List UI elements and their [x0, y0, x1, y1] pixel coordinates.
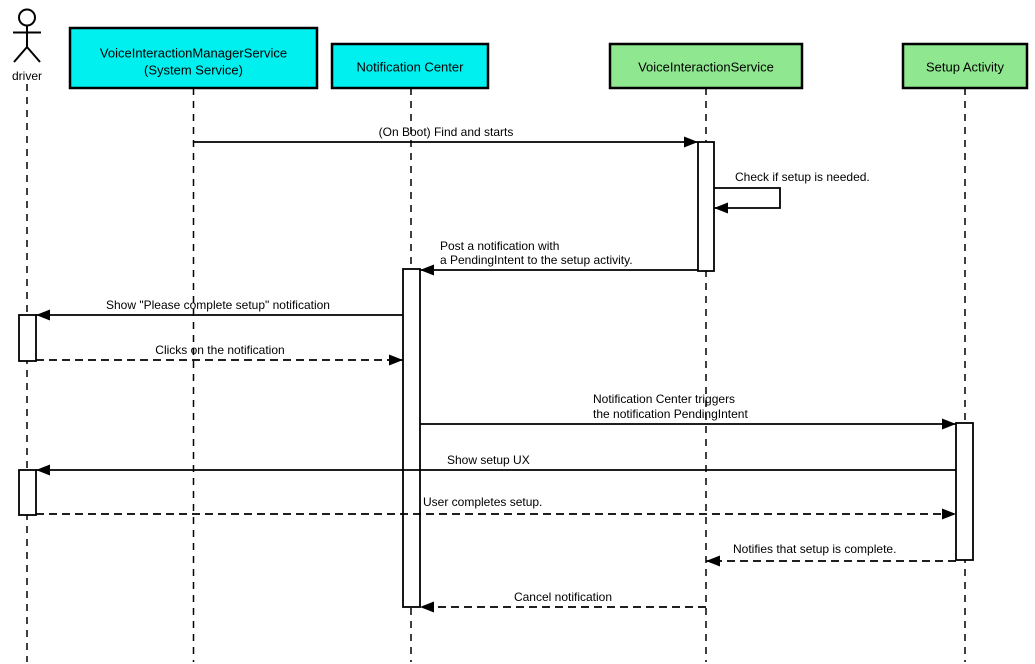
- message-label-user-completes-setup: User completes setup.: [423, 495, 542, 509]
- message-labels: (On Boot) Find and starts Check if setup…: [106, 125, 896, 604]
- message-label-post-a-notification-line1: Post a notification with: [440, 239, 559, 253]
- actor-label: driver: [12, 69, 42, 83]
- message-label-cancel-notification: Cancel notification: [514, 590, 612, 604]
- message-label-check-if-setup-is-needed: Check if setup is needed.: [735, 170, 870, 184]
- message-arrows: [36, 136, 956, 613]
- participant-label-line1: VoiceInteractionManagerService: [100, 46, 287, 61]
- activation-bars: [18, 141, 974, 608]
- participant-box: [330, 42, 490, 90]
- participant-notification-center: Notification Center: [330, 42, 490, 90]
- activation-driver-1: [18, 314, 37, 362]
- participant-box: [68, 26, 319, 90]
- activation-driver-2: [18, 469, 37, 516]
- participant-label: Setup Activity: [926, 60, 1005, 75]
- actor-driver: driver: [12, 8, 42, 83]
- message-label-notifies-setup-complete: Notifies that setup is complete.: [733, 542, 896, 556]
- participant-box: [901, 42, 1029, 90]
- message-label-show-please-complete-setup: Show "Please complete setup" notificatio…: [106, 298, 330, 312]
- participant-label-line2: (System Service): [144, 63, 243, 78]
- actor-leg-right: [26, 46, 41, 63]
- activation-notification-center: [402, 268, 421, 608]
- actor-head-icon: [18, 8, 36, 27]
- message-label-clicks-on-the-notification: Clicks on the notification: [155, 343, 284, 357]
- message-label-notification-center-triggers-line2: the notification PendingIntent: [593, 407, 748, 421]
- participant-box: [608, 42, 804, 90]
- participant-voice-interaction-manager-service: VoiceInteractionManagerService (System S…: [68, 26, 319, 90]
- message-label-show-setup-ux: Show setup UX: [447, 453, 530, 467]
- participant-label: Notification Center: [357, 60, 465, 75]
- actor-leg-left: [13, 46, 28, 63]
- message-label-notification-center-triggers-line1: Notification Center triggers: [593, 392, 735, 406]
- participant-label: VoiceInteractionService: [638, 60, 774, 75]
- participant-setup-activity: Setup Activity: [901, 42, 1029, 90]
- message-label-on-boot-find-and-starts: (On Boot) Find and starts: [379, 125, 514, 139]
- message-label-post-a-notification-line2: a PendingIntent to the setup activity.: [440, 253, 633, 267]
- participant-headers: VoiceInteractionManagerService (System S…: [68, 26, 1029, 90]
- participant-voice-interaction-service: VoiceInteractionService: [608, 42, 804, 90]
- activation-setup-activity: [955, 422, 974, 561]
- activation-voice-interaction-service: [697, 141, 715, 272]
- arrow-check-if-setup-is-needed-self: [714, 187, 781, 214]
